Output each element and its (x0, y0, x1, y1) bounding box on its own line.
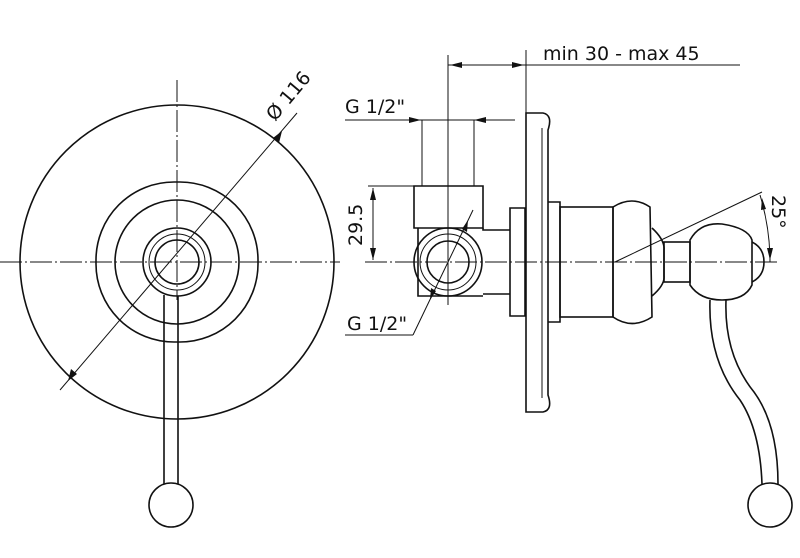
handle-cap (751, 241, 765, 283)
front-view: Ø 116 (0, 67, 340, 528)
handle-ball (747, 482, 793, 528)
hub-ring (148, 233, 206, 291)
angle-line (614, 191, 763, 263)
height-label: 29.5 (345, 204, 367, 246)
escutcheon-outer (19, 104, 335, 420)
leader-arrows (430, 220, 468, 300)
side-view: min 30 - max 45 G 1/2" 29.5 G 1/2" (345, 43, 793, 528)
hub-outer (142, 227, 212, 297)
knob (612, 200, 653, 325)
thread-bottom-label: G 1/2" (347, 313, 407, 335)
angle-arrows (761, 198, 773, 260)
escutcheon-ring (95, 181, 259, 343)
outlet-thread-outer (413, 227, 483, 297)
hub-inner (154, 239, 200, 285)
thread-bottom-leader (412, 209, 474, 336)
depth-label: min 30 - max 45 (543, 43, 700, 65)
lever-ball (148, 482, 194, 528)
wall-flange (509, 207, 526, 317)
diameter-label: Ø 116 (262, 67, 316, 125)
outlet-thread-inner (426, 240, 470, 284)
angle-label: 25° (767, 195, 789, 229)
diameter-dimension-line (59, 112, 298, 391)
cap-ring (114, 199, 240, 325)
outlet-thread-ring (419, 233, 477, 291)
valve-body (417, 228, 510, 297)
handle-lever (709, 299, 779, 485)
thread-top-label: G 1/2" (345, 96, 405, 118)
handle-head (689, 223, 753, 301)
lever (163, 295, 179, 484)
wall-plate (525, 112, 551, 413)
